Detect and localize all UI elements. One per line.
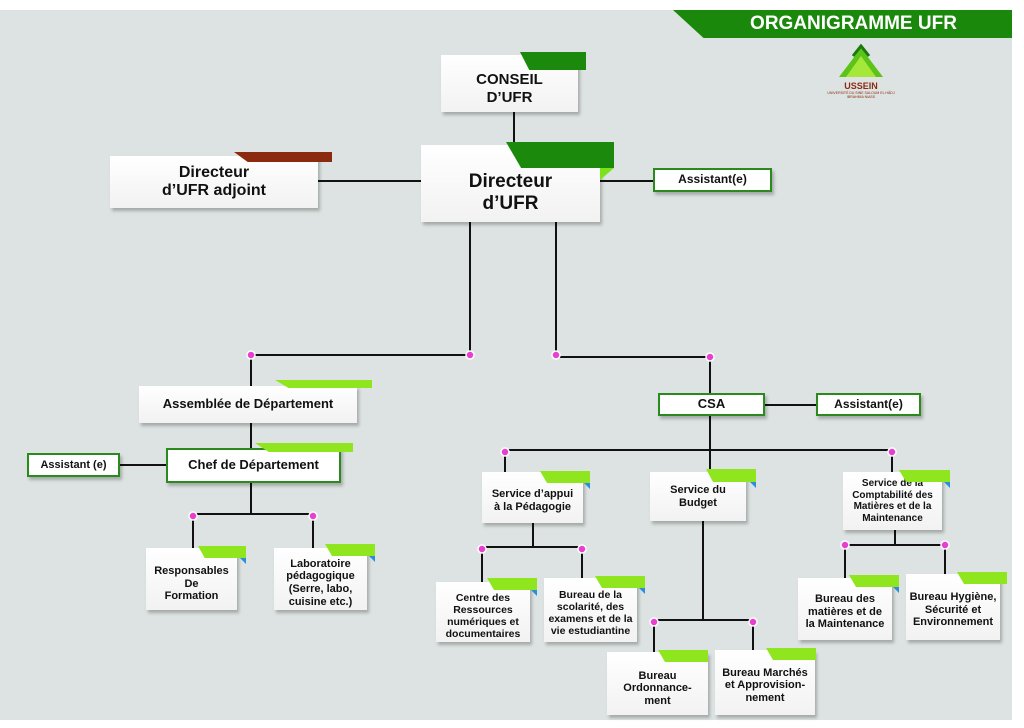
node-corner (750, 482, 756, 488)
node-tab (540, 471, 590, 483)
node-tab (706, 469, 756, 482)
node-corner (531, 590, 537, 596)
node-assistant-directeur: Assistant(e) (653, 168, 772, 192)
node-assistant-chef: Assistant (e) (27, 453, 120, 477)
node-corner (584, 483, 590, 489)
ussein-logo: USSEIN UNIVERSITÉ DU SINE SALOUM EL HÂDJ… (826, 43, 896, 100)
node-bureau-scolarite: Bureau de la scolarité, des examens et d… (544, 578, 637, 642)
node-tab (275, 380, 372, 388)
node-assemblee-departement: Assemblée de Département (139, 386, 357, 423)
logo-subtitle: UNIVERSITÉ DU SINE SALOUM EL HÂDJ IBRAHI… (827, 91, 895, 99)
connector-dot (705, 352, 715, 362)
node-corner (639, 588, 645, 594)
node-tab (198, 546, 246, 558)
connector-dot (577, 544, 587, 554)
node-tab (520, 52, 586, 70)
connector-dot (465, 350, 475, 360)
mountain-logo-icon (839, 43, 883, 77)
node-tab (766, 648, 816, 660)
node-tab (849, 575, 899, 587)
node-chef-departement: Chef de Département (166, 448, 341, 483)
node-tab (255, 443, 353, 452)
node-bureau-matieres: Bureau des matières et de la Maintenance (798, 578, 892, 640)
connector-dot (840, 540, 850, 550)
node-tab (658, 650, 708, 662)
node-bureau-marches: Bureau Marchés et Approvision- nement (715, 650, 815, 715)
connector-dot (887, 447, 897, 457)
chart-title: ORGANIGRAMME UFR (750, 13, 957, 34)
node-corner (240, 558, 246, 564)
title-banner: ORGANIGRAMME UFR (673, 10, 1012, 38)
node-assistant-csa: Assistant(e) (816, 393, 921, 416)
node-tab (506, 142, 614, 168)
node-tab (234, 152, 332, 162)
connector-dot (246, 350, 256, 360)
logo-name: USSEIN (844, 81, 878, 91)
node-laboratoire-pedagogique: Laboratoire pédagogique (Serre, labo, cu… (274, 548, 367, 610)
node-centre-ressources: Centre des Ressources numériques et docu… (436, 582, 530, 642)
node-bureau-hygiene: Bureau Hygiène, Sécurité et Environnemen… (906, 574, 1000, 640)
node-tab (957, 572, 1007, 584)
connector-dot (649, 617, 659, 627)
node-tab (325, 544, 375, 556)
connector-dot (551, 350, 561, 360)
node-corner (893, 587, 899, 593)
node-bureau-ordonnancement: Bureau Ordonnance- ment (607, 652, 708, 715)
node-tab (899, 470, 950, 482)
node-tab (595, 576, 645, 588)
connector-dot (188, 511, 198, 521)
node-corner (369, 556, 375, 562)
node-corner (944, 482, 950, 488)
connector-dot (500, 447, 510, 457)
connector-dot (748, 617, 758, 627)
node-responsables-formation: Responsables De Formation (146, 548, 237, 610)
node-tab (487, 578, 537, 590)
node-csa: CSA (658, 393, 765, 416)
connector-dot (940, 540, 950, 550)
node-directeur-adjoint: Directeur d’UFR adjoint (110, 156, 318, 208)
connector-dot (308, 511, 318, 521)
connector-dot (477, 544, 487, 554)
